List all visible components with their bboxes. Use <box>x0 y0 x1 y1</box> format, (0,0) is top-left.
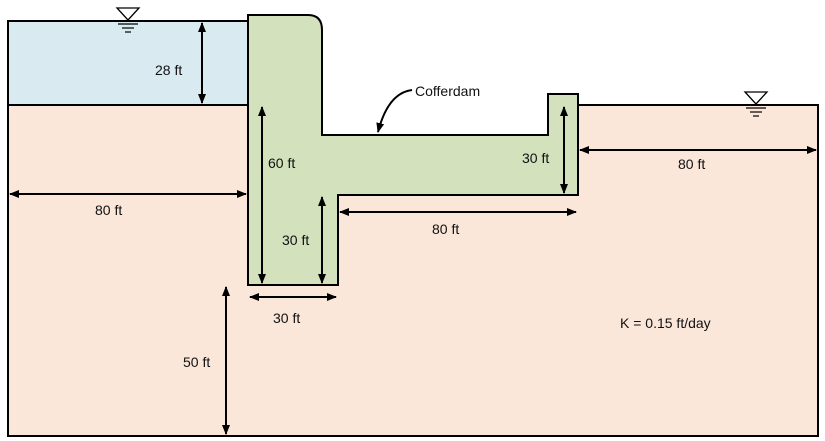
dam-width-label: 30 ft <box>273 310 300 326</box>
dam-left-height-label: 60 ft <box>268 155 295 171</box>
left-distance-label: 80 ft <box>95 202 122 218</box>
cofferdam-body <box>247 14 579 286</box>
cofferdam-label: Cofferdam <box>415 83 480 99</box>
upstream-water <box>7 20 249 106</box>
soil-depth-label: 50 ft <box>183 354 210 370</box>
water-surface-triangle-icon <box>115 7 141 33</box>
dam-step-height-label: 30 ft <box>282 232 309 248</box>
cofferdam-pointer-arrow <box>376 89 413 133</box>
water-surface-triangle-icon <box>743 91 769 117</box>
water-depth-label: 28 ft <box>155 62 182 78</box>
permeability-label: K = 0.15 ft/day <box>620 315 711 331</box>
base-length-label: 80 ft <box>432 221 459 237</box>
right-distance-label: 80 ft <box>678 156 705 172</box>
dam-right-height-label: 30 ft <box>522 150 549 166</box>
